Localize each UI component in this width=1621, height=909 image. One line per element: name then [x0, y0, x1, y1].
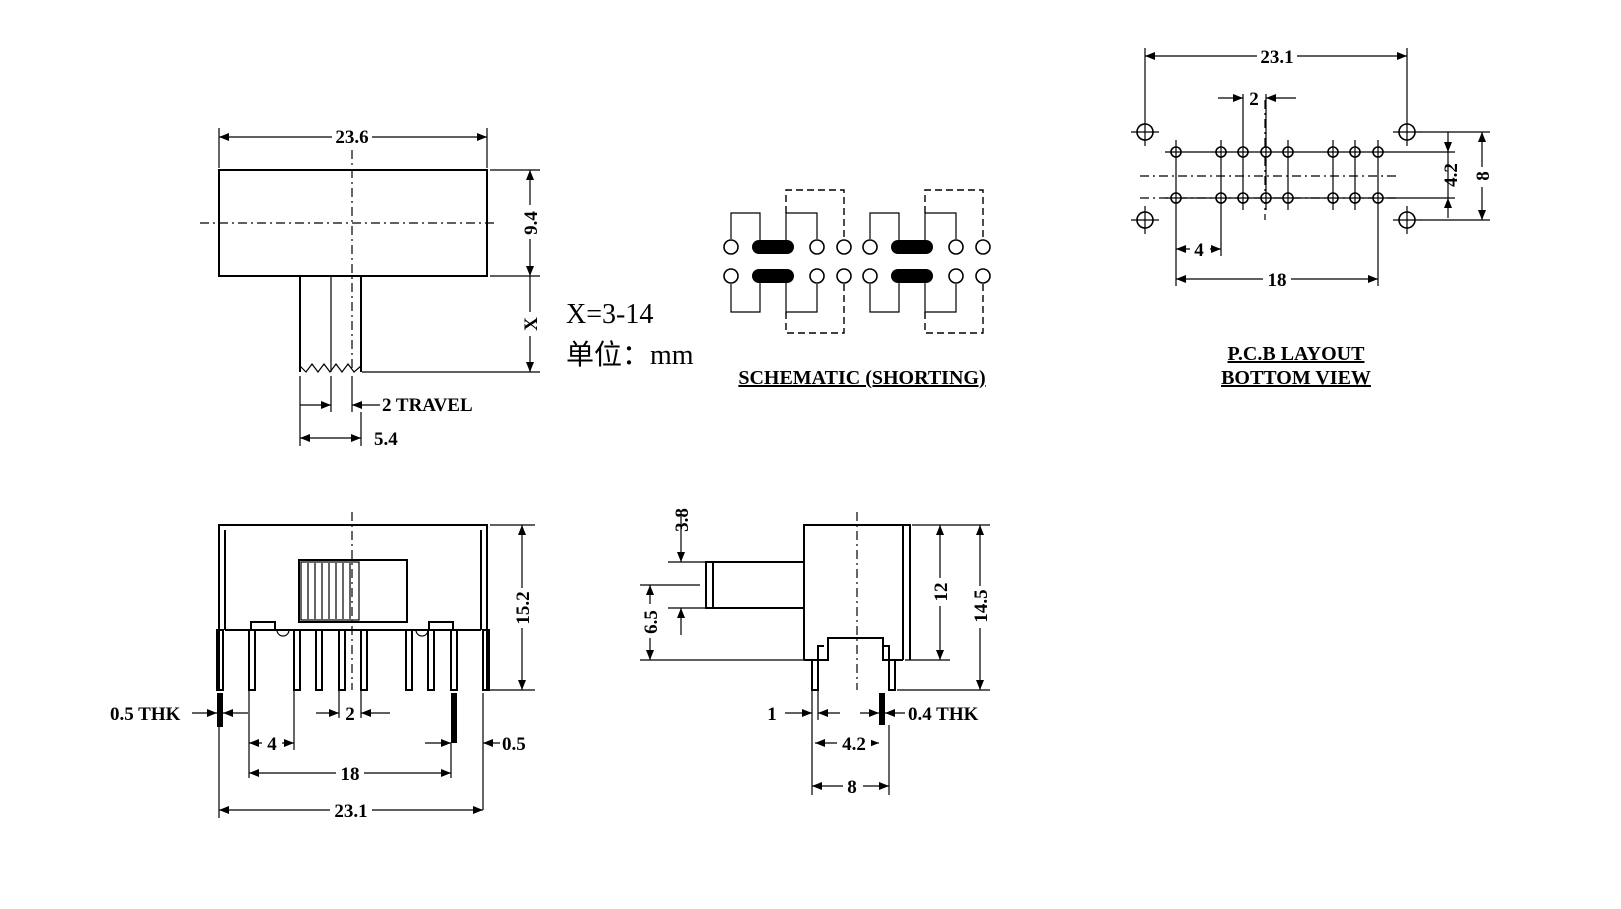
shorting-contact: [891, 269, 933, 283]
unit-label: 单位：mm: [566, 339, 694, 371]
side-thickness-label: 0.4 THK: [908, 704, 979, 725]
knob-ribs: [307, 563, 351, 619]
side-view: 3.8 6.5 12 14.5 1: [640, 508, 992, 798]
pcb-mount-spacing-label: 8: [1473, 171, 1494, 181]
terminal-pins: [216, 629, 490, 691]
front-view: 0.5 THK 2 4 0.5 18: [110, 512, 535, 822]
actuator-width-label: 5.4: [374, 429, 398, 450]
actuator-knob: [298, 559, 408, 623]
dim-x-label: X: [521, 317, 542, 331]
pcb-pitch-label: 2: [1249, 89, 1259, 110]
front-width-label: 23.1: [334, 801, 367, 822]
side-knob-shaft: [705, 561, 804, 609]
mount-hole: [1131, 206, 1159, 234]
pcb-span-label: 18: [1268, 270, 1287, 291]
pin-offset-label: 0.5: [502, 734, 526, 755]
schematic-group-left: [723, 189, 852, 334]
front-pitch-label: 2: [345, 704, 355, 725]
pcb-title-line1: P.C.B LAYOUT: [1228, 343, 1366, 365]
break-line: [299, 363, 362, 373]
dim-width-label: 23.6: [335, 127, 368, 148]
pin-width-label: 1: [767, 704, 777, 725]
pcb-first-pitch-label: 4: [1194, 240, 1204, 261]
shorting-contact: [752, 269, 794, 283]
knob-height-label: 3.8: [672, 508, 693, 532]
shorting-contact: [891, 240, 933, 254]
mount-hole: [1131, 118, 1159, 146]
pin-holes: [1170, 146, 1384, 204]
mount-hole: [1393, 206, 1421, 234]
travel-label: 2 TRAVEL: [382, 395, 473, 416]
thickness-label: 0.5 THK: [110, 704, 181, 725]
pcb-row-spacing-label: 4.2: [1441, 163, 1462, 187]
knob-pos-label: 6.5: [641, 610, 662, 634]
body-height-label: 12: [931, 583, 952, 602]
pcb-layout: 23.1 2 4.2 8 4: [1131, 46, 1494, 389]
x-range-label: X=3-14: [566, 299, 653, 330]
side-width-label: 8: [847, 777, 857, 798]
front-body-outline: [218, 524, 488, 690]
front-first-pitch-label: 4: [267, 734, 277, 755]
schematic: SCHEMATIC (SHORTING): [723, 189, 991, 389]
total-height-label: 14.5: [971, 589, 992, 622]
mount-hole: [1393, 118, 1421, 146]
dim-height-label: 9.4: [521, 211, 542, 235]
pin-spacing-label: 4.2: [842, 734, 866, 755]
front-span-label: 18: [341, 764, 360, 785]
pcb-width-label: 23.1: [1260, 47, 1293, 68]
top-view: 23.6 9.4 X 2 TRAVEL 5.4: [200, 126, 542, 450]
shorting-contact: [752, 240, 794, 254]
front-height-label: 15.2: [513, 591, 534, 624]
schematic-title: SCHEMATIC (SHORTING): [738, 367, 985, 389]
schematic-group-right: [862, 189, 991, 334]
spec-notes: X=3-14 单位：mm: [566, 299, 694, 371]
pcb-title-line2: BOTTOM VIEW: [1221, 367, 1371, 389]
